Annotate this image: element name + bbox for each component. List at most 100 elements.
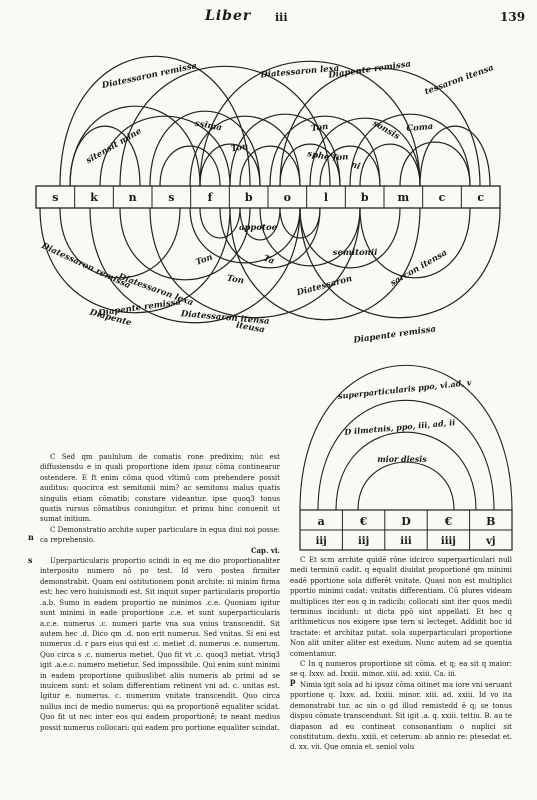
interval-arc <box>99 115 231 187</box>
bottom-arcs <box>39 207 501 324</box>
paragraph: Uperparticularis proportio scindi in eq … <box>40 557 280 732</box>
ratio-letter: D <box>401 515 411 528</box>
interval-arc <box>317 399 495 511</box>
interval-arc <box>299 207 401 269</box>
interval-arc <box>59 55 251 187</box>
note-letter: l <box>324 191 328 204</box>
interval-arc <box>229 207 421 321</box>
arc-label: Ton <box>195 252 215 267</box>
margin-letter: p <box>290 676 296 686</box>
interval-arc <box>359 207 471 279</box>
arc-label: Diatessaron remissa <box>39 241 132 291</box>
ratio-number: iii <box>400 536 412 547</box>
chapter-label: Cap. vi. <box>250 545 280 555</box>
arc-label: tessaron itensa <box>423 63 495 97</box>
interval-arc <box>399 141 471 187</box>
page-number: 139 <box>500 10 526 24</box>
arc-label: ssima <box>194 119 223 134</box>
paragraph: C Et scm archite quidē rōne idcirco supe… <box>290 556 512 658</box>
interval-arc <box>119 65 331 187</box>
ratio-letter: a <box>318 515 325 528</box>
running-head-title: Liber <box>205 8 252 24</box>
arc-label: sarcon itensa <box>389 248 449 289</box>
interval-arc <box>59 207 181 279</box>
ratio-labels: superparticularis ppo, vi.ad, v D ilmetni… <box>338 377 473 464</box>
arc-label: Ton <box>226 274 245 287</box>
arc-label: Diapente remissa <box>327 59 412 81</box>
arc-label: semitonii <box>333 248 378 258</box>
interval-arc <box>299 207 501 319</box>
interval-arc <box>335 431 477 511</box>
arc-label: Ta <box>262 254 276 267</box>
top-arcs <box>59 55 491 187</box>
interval-arc <box>239 145 301 187</box>
arc-label: sitensit mine <box>85 126 144 166</box>
note-letter: n <box>129 191 137 204</box>
arc-label: iteusa <box>235 321 265 336</box>
arc-label: Ton <box>230 142 249 155</box>
margin-letter: n <box>28 532 34 542</box>
note-letter: o <box>284 191 291 204</box>
arc-label: Diatessaron remissa <box>100 61 198 91</box>
note-letter: f <box>208 191 214 204</box>
interval-arc <box>89 207 301 324</box>
interval-arc <box>309 117 421 187</box>
arc-label: Diatessaron <box>295 274 353 299</box>
interval-arc <box>269 115 381 187</box>
interval-arc <box>359 143 421 187</box>
interval-arc <box>189 115 301 187</box>
right-text-column: C Et scm archite quidē rōne idcirco supe… <box>290 555 512 753</box>
interval-arc <box>219 207 321 269</box>
note-letter: s <box>168 191 174 204</box>
ratio-arcs <box>299 365 513 511</box>
paragraph: C In q numeros proportione sit cōma. et … <box>290 660 512 679</box>
interval-arc <box>349 113 471 187</box>
paragraph: C Demonstratio archite super particulare… <box>40 525 280 545</box>
interval-arc <box>299 365 513 511</box>
interval-arc <box>199 207 241 239</box>
interval-arc <box>229 113 341 187</box>
arc-label: sphe <box>306 149 330 163</box>
ratio-arc-label: D ilmetnis, ppo, iii, ad, ii <box>343 417 456 437</box>
note-letter: k <box>90 191 98 204</box>
ratio-letter: B <box>486 515 495 528</box>
ratio-arc-label: superparticularis ppo, vi.ad, v <box>338 377 473 401</box>
interval-arc <box>259 207 361 267</box>
paragraph: Nimia igit sola ad hi ipsuz cōma oitinet… <box>290 680 512 752</box>
running-head-mark: iii <box>275 11 288 24</box>
note-letter: b <box>361 191 369 204</box>
ratio-arc-label: mior diesis <box>377 454 427 464</box>
arc-label: Coma <box>406 122 434 134</box>
arc-label: appotoe <box>239 223 278 233</box>
margin-letter: s <box>28 555 33 565</box>
interval-arc <box>159 145 221 187</box>
interval-arc <box>279 207 321 239</box>
arc-label: ni <box>350 160 362 172</box>
paragraph: C Sed qm paululum de comatis rone predix… <box>40 453 280 524</box>
note-letter: s <box>52 191 58 204</box>
interval-arc <box>119 207 251 281</box>
ratio-number: iiij <box>441 536 456 547</box>
interval-arc <box>189 207 301 264</box>
note-letter: c <box>439 191 446 204</box>
left-text-column: C Sed qm paululum de comatis rone predix… <box>40 452 280 733</box>
ratio-number: iij <box>358 536 369 547</box>
arc-label: Ton <box>311 122 329 134</box>
interval-arc <box>357 461 455 511</box>
note-letter: c <box>477 191 484 204</box>
interval-arc <box>199 143 261 187</box>
ratio-number: vj <box>485 536 495 547</box>
interval-arc <box>69 125 141 187</box>
ratio-letter: € <box>444 515 453 528</box>
ratio-number: iij <box>316 536 327 547</box>
note-letter: b <box>245 191 253 204</box>
note-letter: m <box>398 191 410 204</box>
arc-label: Diapente remissa <box>352 324 437 346</box>
ratio-letter: € <box>359 515 368 528</box>
interval-arc <box>239 207 281 241</box>
interval-arc <box>319 145 381 187</box>
interval-arc <box>279 143 341 187</box>
